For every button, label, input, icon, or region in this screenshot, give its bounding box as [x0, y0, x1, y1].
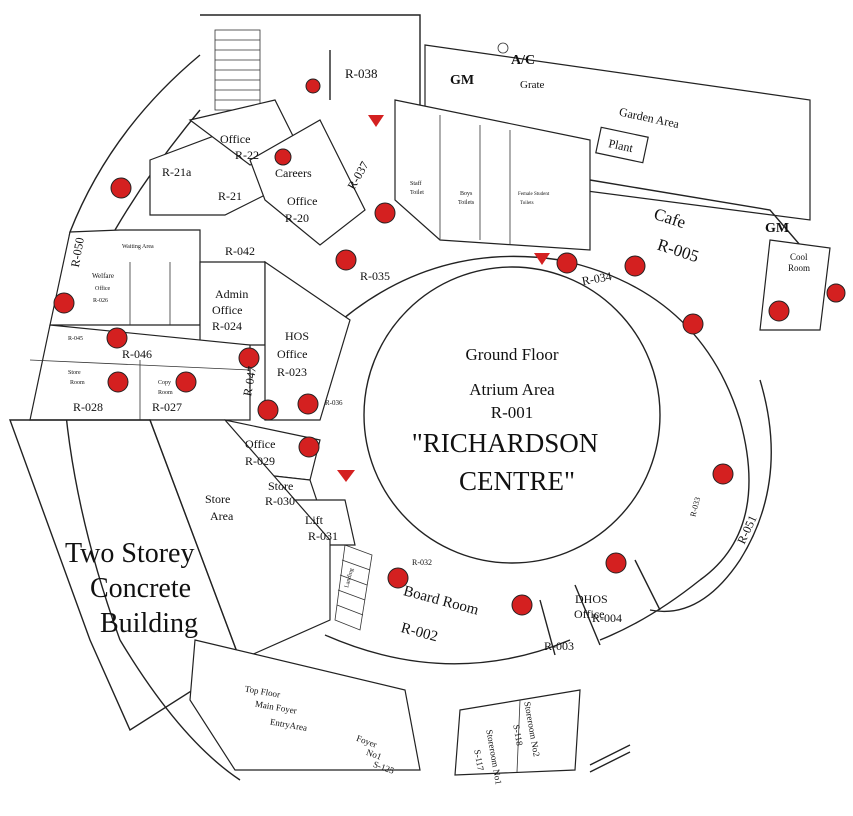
- label-r034: R-034: [581, 269, 613, 288]
- room-welfare: [49, 229, 201, 326]
- label-r032: R-032: [412, 558, 432, 567]
- label-r21a: R-21a: [162, 165, 192, 179]
- label-storeroom2-2: S-118: [511, 724, 525, 747]
- building-label-line1: Two Storey: [65, 538, 194, 569]
- label-staff-toilet-2: Toilet: [410, 190, 424, 196]
- fire-extinguisher-icon: [53, 78, 846, 616]
- toilet-block: [394, 99, 591, 251]
- label-r038: R-038: [345, 66, 378, 81]
- label-r027: R-027: [152, 400, 182, 414]
- label-waiting-area: Waiting Area: [122, 244, 154, 250]
- label-welfare-1: Welfare: [92, 272, 114, 280]
- label-r033: R-033: [688, 496, 702, 518]
- label-lift-2: R-031: [308, 529, 338, 543]
- label-welfare-3: R-026: [93, 298, 108, 304]
- label-r042: R-042: [225, 244, 255, 258]
- inner-south-ring: [324, 634, 571, 665]
- label-cafe: Cafe: [652, 204, 688, 232]
- atrium-area-label: Atrium Area: [469, 380, 555, 399]
- label-office-r029-1: Office: [245, 437, 275, 451]
- label-female-toilets-1: Female Student: [518, 192, 550, 197]
- building-label-line2: Concrete: [90, 573, 191, 604]
- atrium-floor-label: Ground Floor: [465, 345, 558, 364]
- label-r045: R-045: [68, 336, 83, 342]
- label-copy-room-2: Room: [158, 390, 173, 396]
- label-gm-east: GM: [765, 221, 789, 236]
- label-plant: Plant: [607, 136, 635, 155]
- outer-southwest-wall: [119, 639, 241, 781]
- label-female-toilets-2: Toilets: [520, 201, 534, 206]
- label-r028: R-028: [73, 400, 103, 414]
- ac-unit-icon: [497, 42, 509, 54]
- label-r037: R-037: [344, 159, 371, 192]
- room-r023: [264, 260, 351, 421]
- label-store-area-1: Store: [205, 492, 230, 506]
- label-office-r22-1: Office: [220, 132, 250, 146]
- concrete-building: [9, 419, 241, 732]
- stairs-south: [334, 544, 373, 631]
- label-r047: R-047: [240, 365, 259, 397]
- label-cool-room-1: Cool: [790, 252, 808, 262]
- label-store-r030-1: Store: [268, 479, 293, 493]
- label-careers-3: R-20: [285, 211, 309, 225]
- label-hos-3: R-023: [277, 365, 307, 379]
- building-label-line3: Building: [100, 608, 198, 639]
- label-lift-1: Lift: [305, 513, 324, 527]
- label-admin-2: Office: [212, 303, 242, 317]
- label-welfare-2: Office: [95, 285, 111, 292]
- label-staff-toilet-1: Staff: [410, 180, 422, 187]
- plant-room: [595, 126, 649, 164]
- label-r050: R-050: [68, 236, 87, 268]
- label-hos-2: Office: [277, 347, 307, 361]
- label-store-area-2: Area: [210, 509, 234, 523]
- label-careers-2: Office: [287, 194, 317, 208]
- label-office-r029-2: R-029: [245, 454, 275, 468]
- label-boys-toilets-2: Toilets: [458, 200, 475, 206]
- centre-title-line2: CENTRE": [459, 466, 575, 496]
- label-foyer-2: No1: [365, 747, 383, 762]
- outer-northwest-wall: [69, 54, 201, 233]
- atrium-room-id: R-001: [491, 403, 534, 422]
- label-store-r030-2: R-030: [265, 494, 295, 508]
- label-board-room: Board Room: [402, 583, 481, 618]
- label-r002: R-002: [399, 620, 439, 645]
- label-dhos-3: R-004: [592, 611, 622, 625]
- label-storeroom1-2: S-117: [472, 749, 486, 772]
- outer-east-wall: [649, 379, 772, 613]
- label-r035: R-035: [360, 269, 390, 283]
- label-hos-1: HOS: [285, 329, 309, 343]
- label-r003: R-003: [544, 639, 574, 653]
- label-cool-room-2: Room: [788, 263, 810, 273]
- north-block: [200, 14, 421, 145]
- label-gm-north: GM: [450, 73, 474, 88]
- label-admin-3: R-024: [212, 319, 242, 333]
- label-careers-1: Careers: [275, 166, 312, 180]
- label-r005: R-005: [655, 235, 701, 266]
- label-store-room-1: Store: [68, 370, 81, 376]
- label-office-r22-2: R-22: [235, 148, 259, 162]
- label-boys-toilets-1: Boys: [460, 191, 473, 197]
- label-store-room-2: Room: [70, 380, 85, 386]
- label-dhos-2: Office: [574, 607, 604, 621]
- label-ac: A/C: [511, 53, 535, 68]
- label-r036: R-036: [325, 399, 343, 407]
- centre-title-line1: "RICHARDSON: [412, 428, 599, 458]
- label-copy-room-1: Copy: [158, 380, 171, 386]
- atrium-circle: [363, 266, 661, 564]
- ring-corridor-outer: [329, 255, 750, 581]
- label-grate: Grate: [520, 79, 545, 91]
- label-dhos-1: DHOS: [575, 592, 608, 606]
- storerooms: [454, 689, 581, 776]
- stairs-north: [214, 29, 261, 111]
- label-r21: R-21: [218, 189, 242, 203]
- label-r046: R-046: [122, 347, 152, 361]
- ring-corridor-outer-south: [599, 579, 701, 641]
- label-admin-1: Admin: [215, 287, 248, 301]
- main-foyer: [189, 639, 421, 771]
- label-landing: Landing: [344, 568, 355, 589]
- cafe-north-wall: [589, 179, 801, 246]
